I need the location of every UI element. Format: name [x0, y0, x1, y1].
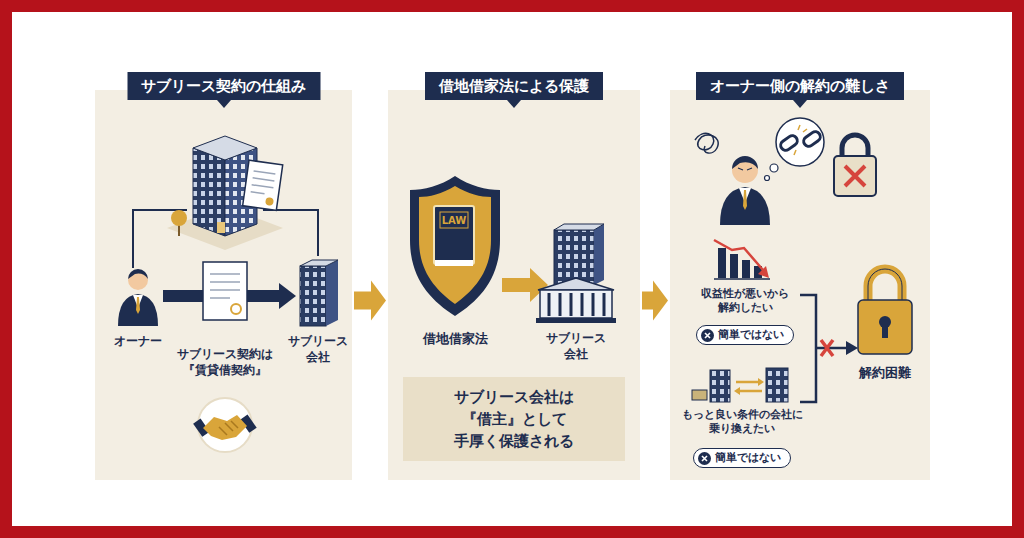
flow-arrow	[354, 281, 386, 321]
contract-illustration	[95, 90, 352, 480]
caption-label: 収益性が悪いから 解約したい	[690, 287, 800, 315]
caption-label: 借地借家法	[400, 330, 510, 347]
caption-label: サブリース 会社	[283, 333, 353, 365]
section-heading: サブリース契約の仕組み	[127, 72, 320, 100]
tab-pointer	[507, 100, 521, 108]
cross-icon	[698, 452, 711, 465]
section-panel: オーナー側の解約の難しさ簡単ではない簡単ではない収益性が悪いから 解約したいもっ…	[670, 90, 930, 480]
cross-icon	[701, 329, 714, 342]
caption-label: サブリース 会社	[536, 330, 616, 362]
tab-pointer	[217, 100, 231, 108]
tab-pointer	[793, 100, 807, 108]
flow-arrow	[642, 281, 668, 321]
caption-label: 解約困難	[850, 364, 920, 381]
section-heading: オーナー側の解約の難しさ	[696, 72, 904, 100]
section-heading: 借地借家法による保護	[425, 72, 603, 100]
caption-label: オーナー	[98, 333, 178, 349]
status-text: 簡単ではない	[718, 328, 784, 342]
note-text: サブリース会社は 『借主』として 手厚く保護される	[439, 386, 589, 452]
caption-label: もっと良い条件の会社に 乗り換えたい	[676, 408, 808, 436]
status-text: 簡単ではない	[715, 451, 781, 465]
difficulty-illustration	[670, 90, 930, 480]
caption-label: LAW	[439, 214, 469, 227]
status-pill: 簡単ではない	[693, 448, 791, 468]
caption-label: サブリース契約は 『賃貸借契約』	[155, 346, 295, 378]
section-panel: サブリース契約の仕組みオーナーサブリース 会社サブリース契約は 『賃貸借契約』	[95, 90, 352, 480]
section-panel: 借地借家法による保護サブリース会社は 『借主』として 手厚く保護されるLAW借地…	[388, 90, 640, 480]
status-pill: 簡単ではない	[696, 325, 794, 345]
note-box: サブリース会社は 『借主』として 手厚く保護される	[403, 377, 625, 461]
